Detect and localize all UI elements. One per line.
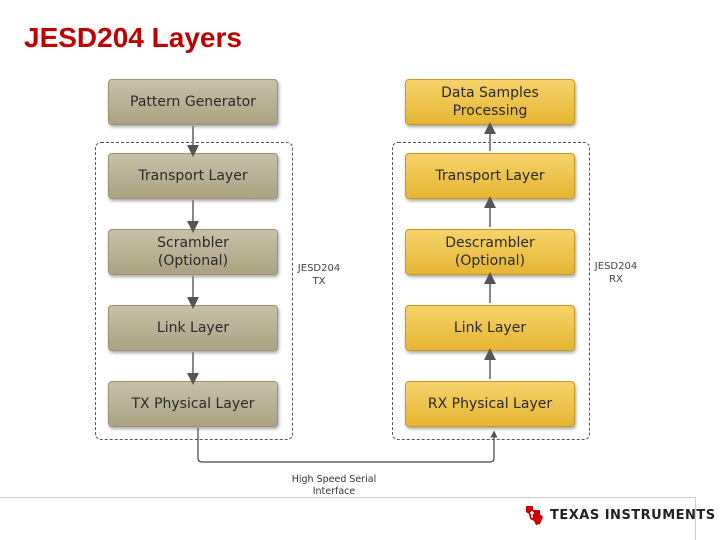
ti-logo: TEXAS INSTRUMENTS [524,504,716,526]
footer-rule-vertical [695,497,696,540]
tx-group-label: JESD204 TX [297,263,341,287]
rx-descrambler: Descrambler (Optional) [405,229,575,275]
ti-state-icon [526,506,543,525]
rx-transport-layer: Transport Layer [405,153,575,199]
rx-physical-layer: RX Physical Layer [405,381,575,427]
tx-scrambler: Scrambler (Optional) [108,229,278,275]
tx-pattern-generator: Pattern Generator [108,79,278,125]
tx-link-layer: Link Layer [108,305,278,351]
serial-interface-link [197,428,498,463]
footer-rule [0,497,696,498]
ti-brand-text: TEXAS INSTRUMENTS [550,507,716,523]
rx-link-layer: Link Layer [405,305,575,351]
interface-label: High Speed Serial Interface [291,474,377,497]
tx-physical-layer: TX Physical Layer [108,381,278,427]
rx-group-label: JESD204 RX [594,261,638,285]
slide-title: JESD204 Layers [24,22,242,53]
